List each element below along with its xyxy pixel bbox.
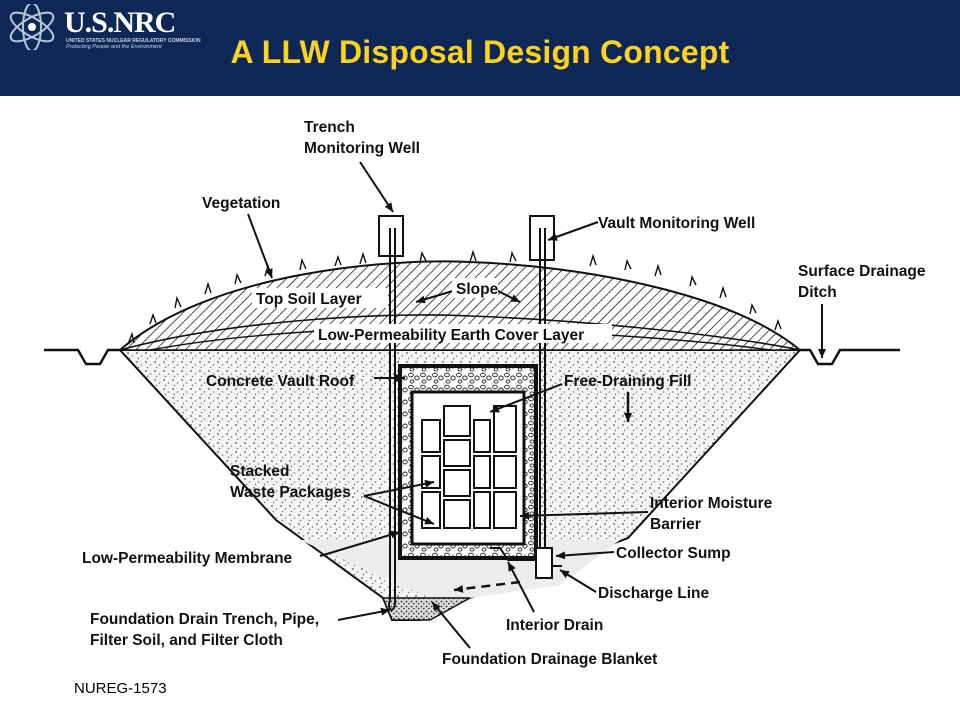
label-foundation-drain: Foundation Drain Trench, Pipe, — [90, 611, 319, 628]
label-foundation-drain-2: Filter Soil, and Filter Cloth — [90, 632, 283, 649]
drainage-flow-arrows — [453, 392, 632, 593]
label-stacked-waste-2: Waste Packages — [230, 484, 351, 501]
stacked-waste-packages — [421, 405, 517, 529]
label-discharge-line: Discharge Line — [598, 585, 709, 602]
label-free-draining-fill: Free-Draining Fill — [564, 373, 691, 390]
disposal-cross-section-diagram: Trench Monitoring Well Vegetation Vault … — [44, 119, 926, 668]
logo-tagline: Protecting People and the Environment — [66, 44, 162, 50]
label-top-soil-layer: Top Soil Layer — [256, 291, 362, 308]
logo-subtitle: UNITED STATES NUCLEAR REGULATORY COMMISS… — [66, 38, 201, 44]
ground-surface-line — [44, 348, 900, 366]
label-earth-cover-layer: Low-Permeability Earth Cover Layer — [318, 327, 584, 344]
collector-sump — [535, 547, 553, 579]
source-citation: NUREG-1573 — [74, 680, 167, 697]
label-interior-moisture-barrier-2: Barrier — [650, 516, 701, 533]
label-slope: Slope — [456, 281, 499, 298]
label-low-perm-membrane: Low-Permeability Membrane — [82, 550, 293, 567]
label-surface-drainage-ditch-2: Ditch — [798, 284, 837, 301]
interior-drain-pipe — [490, 547, 536, 561]
nrc-logo: U.S.NRC UNITED STATES NUCLEAR REGULATORY… — [6, 2, 201, 52]
slide-header: U.S.NRC UNITED STATES NUCLEAR REGULATORY… — [0, 0, 960, 96]
label-interior-drain: Interior Drain — [506, 617, 603, 634]
label-trench-monitoring-well-2: Monitoring Well — [304, 140, 420, 157]
label-vegetation: Vegetation — [202, 195, 280, 212]
vegetation-grass — [127, 249, 782, 345]
label-concrete-vault-roof: Concrete Vault Roof — [206, 373, 355, 390]
label-vault-monitoring-well: Vault Monitoring Well — [598, 215, 755, 232]
logo-wordmark: U.S.NRC — [64, 6, 176, 39]
label-collector-sump: Collector Sump — [616, 545, 731, 562]
label-foundation-blanket: Foundation Drainage Blanket — [442, 651, 657, 668]
slide-title: A LLW Disposal Design Concept — [230, 34, 730, 70]
label-interior-moisture-barrier: Interior Moisture — [650, 495, 773, 512]
label-trench-monitoring-well: Trench — [304, 119, 355, 136]
label-stacked-waste: Stacked — [230, 463, 289, 480]
leader-arrows — [247, 161, 826, 649]
label-surface-drainage-ditch: Surface Drainage — [798, 263, 926, 280]
